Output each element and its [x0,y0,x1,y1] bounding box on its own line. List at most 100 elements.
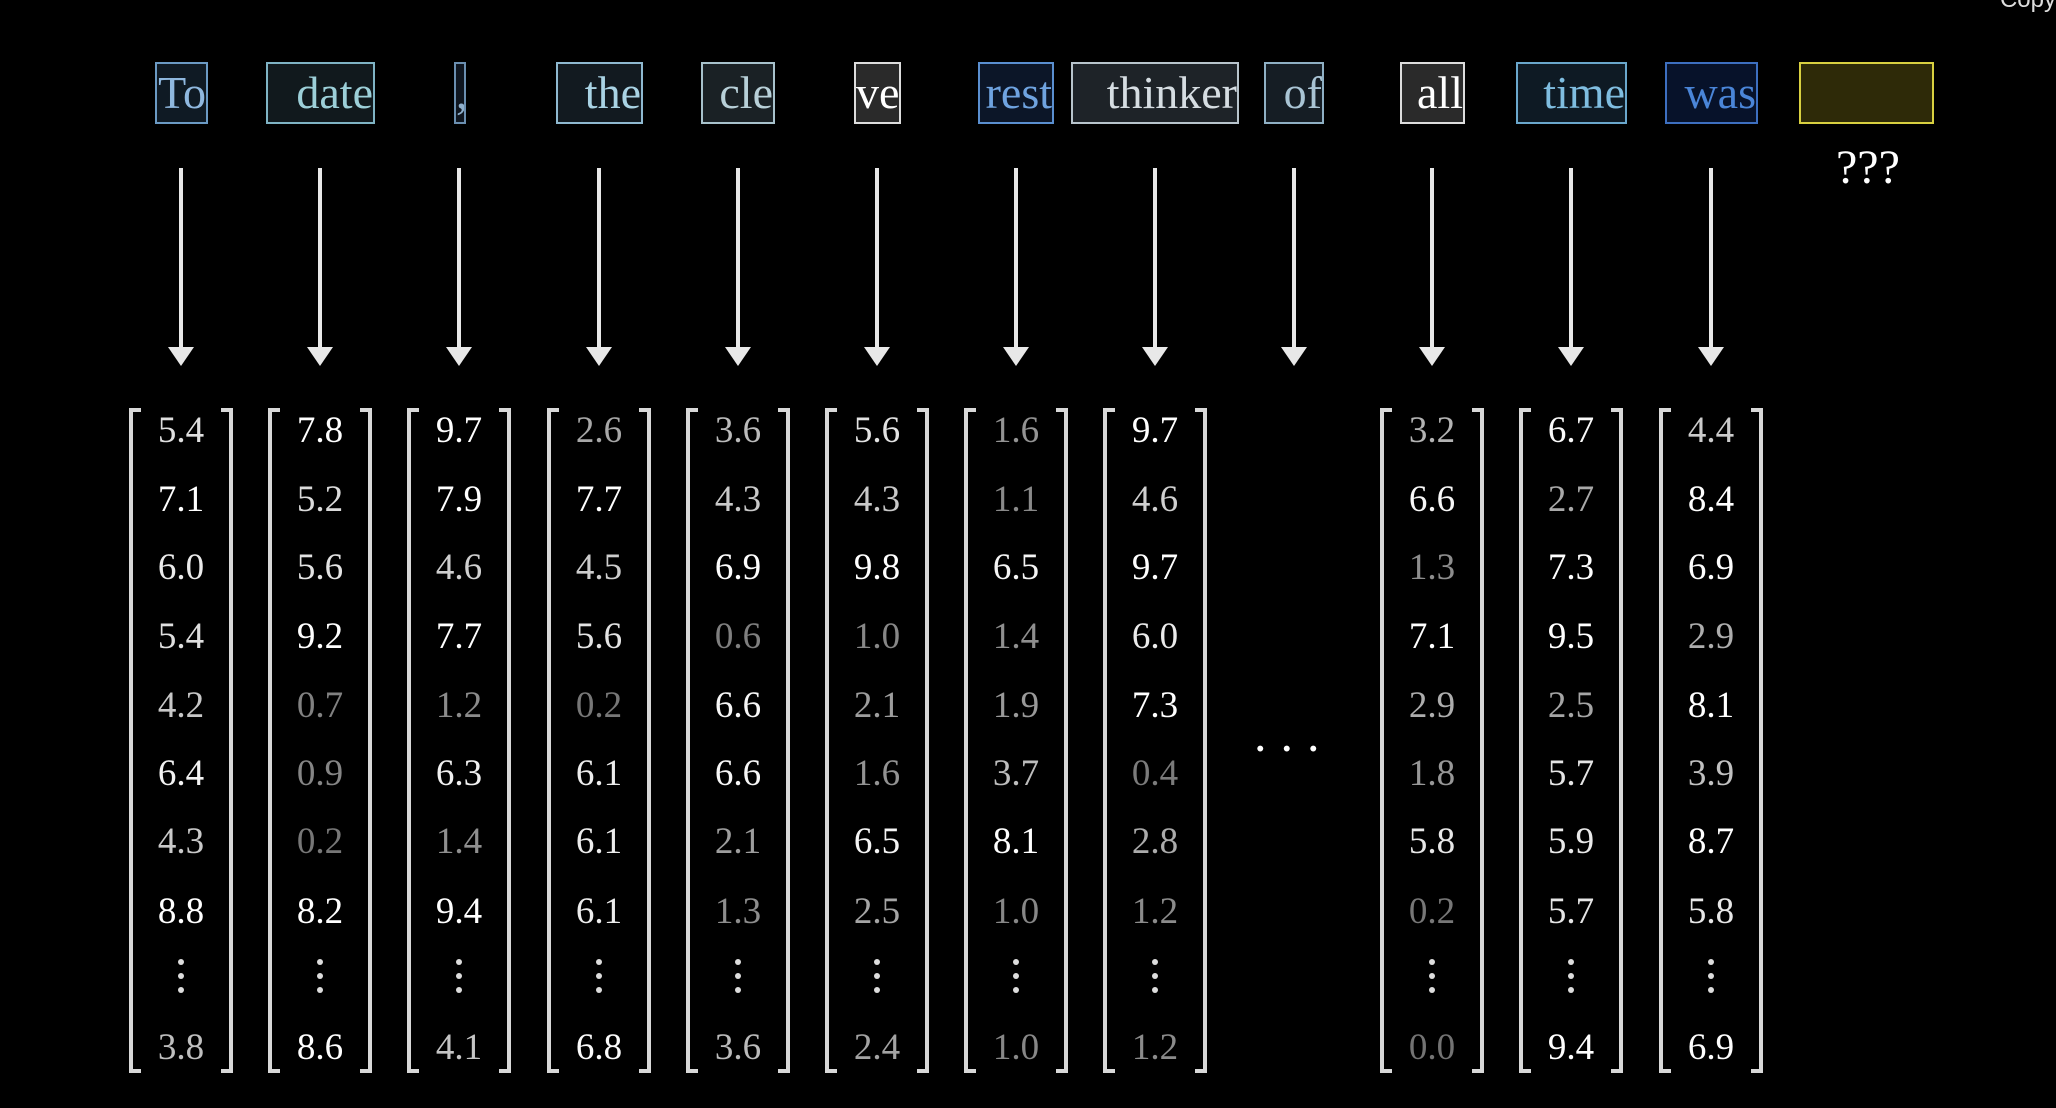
vector-value: 1.2 [435,685,483,726]
vector-value: 6.6 [1408,479,1456,520]
arrow-icon [1419,168,1445,366]
vector-value: 6.9 [714,547,762,588]
vector-value: 3.6 [714,410,762,451]
vector-value: 6.1 [575,891,623,932]
vector-value: 3.2 [1408,410,1456,451]
vector-value: 8.7 [1687,821,1735,862]
vdots-icon [735,987,741,993]
arrow-icon [1003,168,1029,366]
vdots-icon [1568,959,1574,965]
vector-value: 8.8 [157,891,205,932]
vdots-icon [1429,973,1435,979]
vdots-icon [456,987,462,993]
vector-value: 4.2 [157,685,205,726]
arrow-icon [586,168,612,366]
vector-value: 4.6 [435,547,483,588]
vector-value: 9.5 [1547,616,1595,657]
vector-value: 8.1 [992,821,1040,862]
arrow-icon [168,168,194,366]
vector-value: 0.0 [1408,1027,1456,1068]
vector-value: 4.4 [1687,410,1735,451]
vector-value: 6.6 [714,685,762,726]
vector-bracket [268,408,372,1073]
vector-value: 8.2 [296,891,344,932]
vector-value: 1.6 [853,753,901,794]
arrow-icon [1698,168,1724,366]
vector-value: 1.2 [1131,1027,1179,1068]
arrow-icon [864,168,890,366]
vector-value: 9.8 [853,547,901,588]
vector-value: 5.8 [1408,821,1456,862]
vector-value: 2.5 [1547,685,1595,726]
vector-value: 1.0 [992,1027,1040,1068]
vector-value: 5.6 [296,547,344,588]
vector-value: 7.3 [1547,547,1595,588]
vector-value: 6.1 [575,821,623,862]
vector-value: 0.6 [714,616,762,657]
vector-value: 4.3 [714,479,762,520]
vector-value: 1.4 [992,616,1040,657]
vector-value: 6.9 [1687,1027,1735,1068]
vdots-icon [1013,987,1019,993]
vector-value: 5.2 [296,479,344,520]
vdots-icon [317,973,323,979]
ellipsis: ... [1254,706,1334,762]
copy-link-label[interactable]: Copy l [2000,0,2056,14]
vdots-icon [317,987,323,993]
vector-value: 6.1 [575,753,623,794]
token-2: date [266,62,375,124]
vdots-icon [874,959,880,965]
vector-bracket [129,408,233,1073]
vector-value: 5.8 [1687,891,1735,932]
vector-value: 5.4 [157,616,205,657]
vector-value: 5.7 [1547,753,1595,794]
vdots-icon [1152,959,1158,965]
token-12: was [1665,62,1758,124]
arrow-icon [307,168,333,366]
vector-value: 3.7 [992,753,1040,794]
token-4: the [556,62,643,124]
vector-value: 3.8 [157,1027,205,1068]
token-11: time [1516,62,1627,124]
vector-bracket [964,408,1068,1073]
vector-value: 1.4 [435,821,483,862]
vector-value: 5.9 [1547,821,1595,862]
vector-value: 4.3 [157,821,205,862]
token-10: all [1400,62,1465,124]
vdots-icon [1429,959,1435,965]
vector-value: 6.6 [714,753,762,794]
vector-value: 5.6 [575,616,623,657]
vector-value: 0.2 [575,685,623,726]
vdots-icon [317,959,323,965]
vector-value: 7.1 [157,479,205,520]
token-1: To [155,62,208,124]
vector-value: 0.2 [296,821,344,862]
vector-value: 9.4 [435,891,483,932]
token-8: thinker [1071,62,1239,124]
vdots-icon [178,987,184,993]
vector-value: 9.7 [1131,547,1179,588]
arrow-icon [1281,168,1307,366]
vector-value: 2.4 [853,1027,901,1068]
vector-value: 3.6 [714,1027,762,1068]
vdots-icon [1708,959,1714,965]
token-6: ve [854,62,901,124]
vdots-icon [178,959,184,965]
vector-value: 5.7 [1547,891,1595,932]
vector-value: 3.9 [1687,753,1735,794]
vdots-icon [1708,987,1714,993]
vector-value: 1.1 [992,479,1040,520]
vector-value: 1.0 [992,891,1040,932]
vector-value: 9.7 [1131,410,1179,451]
vector-value: 5.4 [157,410,205,451]
vector-value: 1.6 [992,410,1040,451]
vector-value: 6.5 [853,821,901,862]
vector-value: 4.5 [575,547,623,588]
vector-value: 4.1 [435,1027,483,1068]
vdots-icon [1013,959,1019,965]
token-5: cle [701,62,775,124]
vdots-icon [596,959,602,965]
vector-value: 2.1 [714,821,762,862]
vector-bracket [547,408,651,1073]
